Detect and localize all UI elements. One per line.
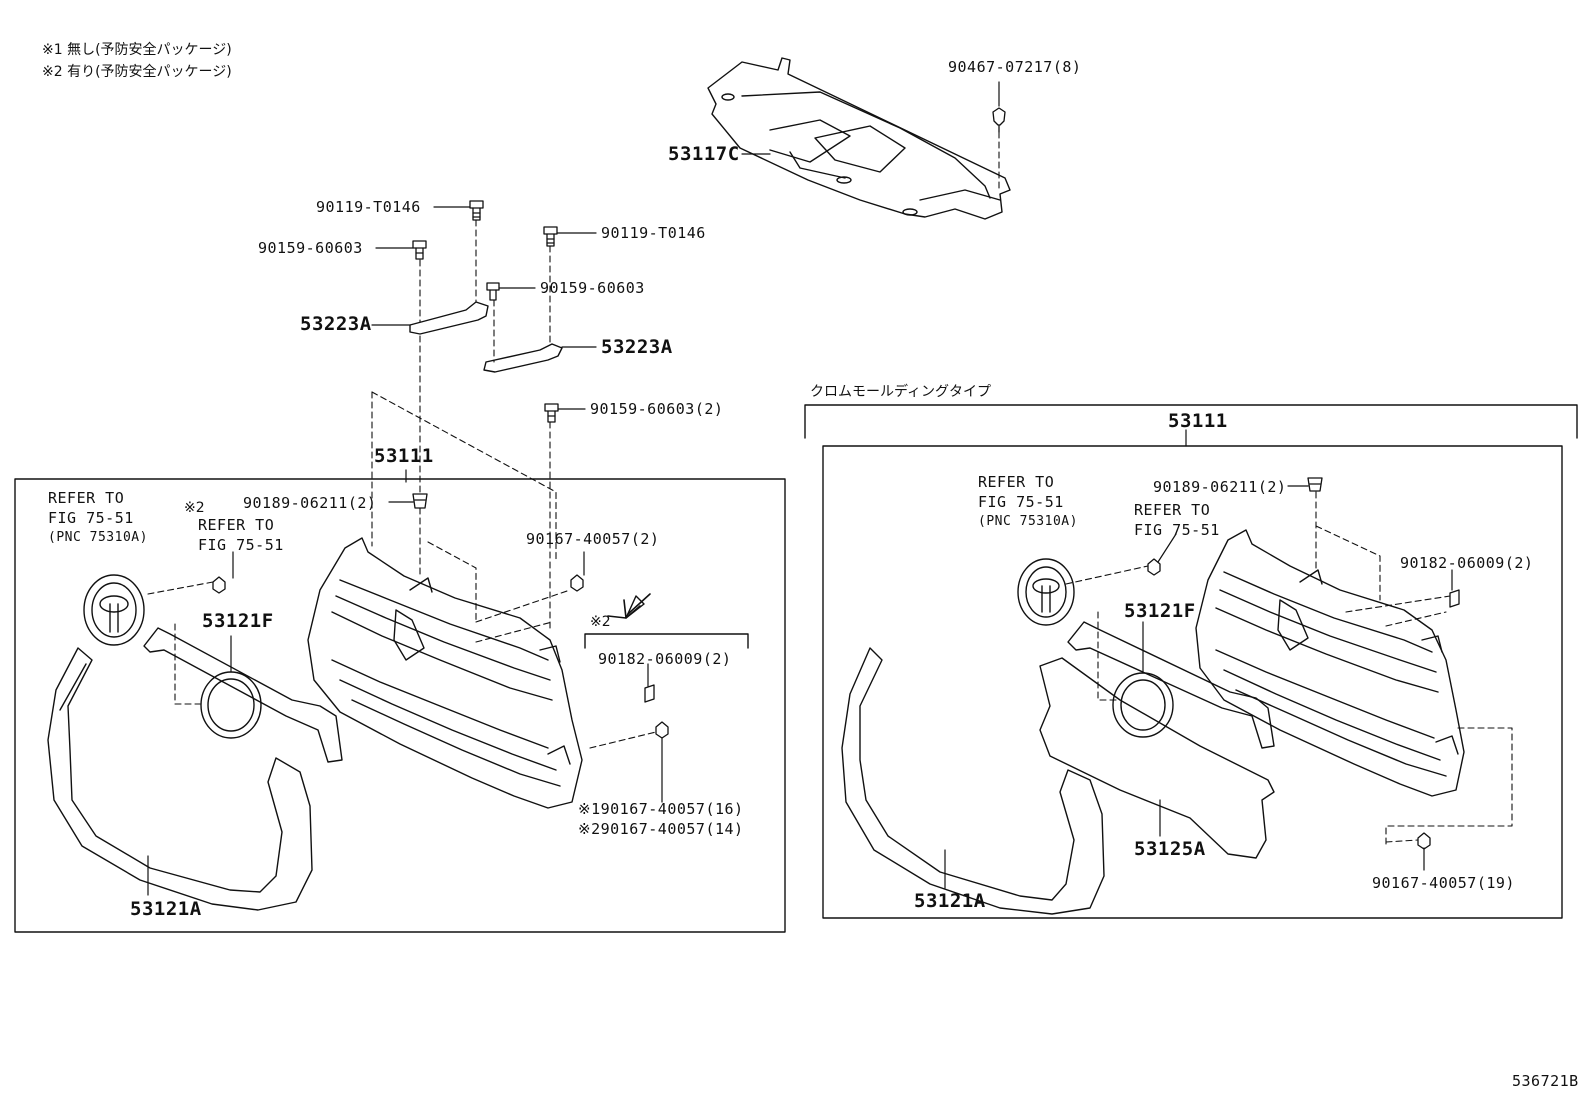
right-assembly-bracket — [804, 404, 1578, 439]
right-refer-block-1: REFER TO FIG 75-51 (PNC 75310A) — [978, 472, 1078, 532]
label-53121a-left: 53121A — [130, 898, 202, 920]
label-53111-right: 53111 — [1168, 410, 1228, 432]
fastener-glyphs — [212, 107, 1460, 850]
left-refer1-line3: (PNC 75310A) — [48, 530, 148, 545]
bracket-53223a — [409, 301, 563, 373]
right-refer2-line2: FIG 75-51 — [1134, 521, 1220, 539]
label-90119-t0146-left: 90119-T0146 — [316, 198, 421, 216]
label-53223a-left: 53223A — [300, 313, 372, 335]
option-mark-2: ※2 — [590, 614, 611, 630]
left-refer1-line2: FIG 75-51 — [48, 509, 134, 527]
label-53117c: 53117C — [668, 143, 740, 165]
right-refer-block-2: REFER TO FIG 75-51 — [1134, 500, 1220, 540]
chrome-molding-53125a — [1039, 657, 1275, 859]
label-53121f-right: 53121F — [1124, 600, 1196, 622]
right-refer2-line1: REFER TO — [1134, 501, 1211, 519]
grille-right — [1195, 529, 1465, 797]
left-refer2-line2: FIG 75-51 — [198, 536, 284, 554]
label-90467-07217: 90467-07217(8) — [948, 58, 1082, 76]
note-1: ※1 無し(予防安全パッケージ) — [42, 42, 232, 58]
right-refer1-line1: REFER TO — [978, 473, 1055, 491]
dashed-installation-lines — [147, 131, 1513, 847]
left-refer-block-1: REFER TO FIG 75-51 (PNC 75310A) — [48, 488, 148, 548]
label-90167-40057-14: ※290167-40057(14) — [578, 820, 744, 838]
label-53121f-left: 53121F — [202, 610, 274, 632]
label-90182-06009-right: 90182-06009(2) — [1400, 554, 1534, 572]
label-90159-60603-left: 90159-60603 — [258, 239, 363, 257]
label-53121a-right: 53121A — [914, 890, 986, 912]
left-refer2-line1: REFER TO — [198, 516, 275, 534]
figure-id: 536721B — [1512, 1072, 1579, 1090]
label-90159-60603-2: 90159-60603(2) — [590, 400, 724, 418]
label-90159-60603-middle: 90159-60603 — [540, 279, 645, 297]
left-panel-frame — [14, 478, 786, 933]
right-refer1-line3: (PNC 75310A) — [978, 514, 1078, 529]
label-90119-t0146-right: 90119-T0146 — [601, 224, 706, 242]
label-90167-40057-2: 90167-40057(2) — [526, 530, 660, 548]
label-90189-06211-right: 90189-06211(2) — [1153, 478, 1287, 496]
label-90167-40057-19: 90167-40057(19) — [1372, 874, 1515, 892]
note-2: ※2 有り(予防安全パッケージ) — [42, 64, 232, 80]
label-90167-40057-16: ※190167-40057(16) — [578, 800, 744, 818]
garnish-53121a — [47, 647, 1105, 915]
arrow-head-outline — [625, 595, 645, 619]
right-panel-title: クロムモールディングタイプ — [810, 384, 992, 400]
grille-left — [307, 537, 583, 809]
direction-arrow — [607, 593, 651, 619]
left-refer-block-2: REFER TO FIG 75-51 — [198, 515, 284, 555]
right-refer1-line2: FIG 75-51 — [978, 493, 1064, 511]
label-53223a-right: 53223A — [601, 336, 673, 358]
upper-cover-53117c — [707, 57, 1011, 220]
label-90189-06211-left: 90189-06211(2) — [243, 494, 377, 512]
label-53125a: 53125A — [1134, 838, 1206, 860]
label-90182-06009-left: 90182-06009(2) — [598, 650, 732, 668]
left-refer2-mark: ※2 — [184, 500, 205, 516]
label-53111-left: 53111 — [374, 445, 434, 467]
left-refer1-line1: REFER TO — [48, 489, 125, 507]
molding-53121f — [143, 621, 1275, 763]
emblem-shapes — [83, 558, 1075, 646]
option-bracket — [584, 633, 749, 649]
leader-lines — [147, 81, 1453, 896]
right-panel-frame — [822, 445, 1563, 919]
